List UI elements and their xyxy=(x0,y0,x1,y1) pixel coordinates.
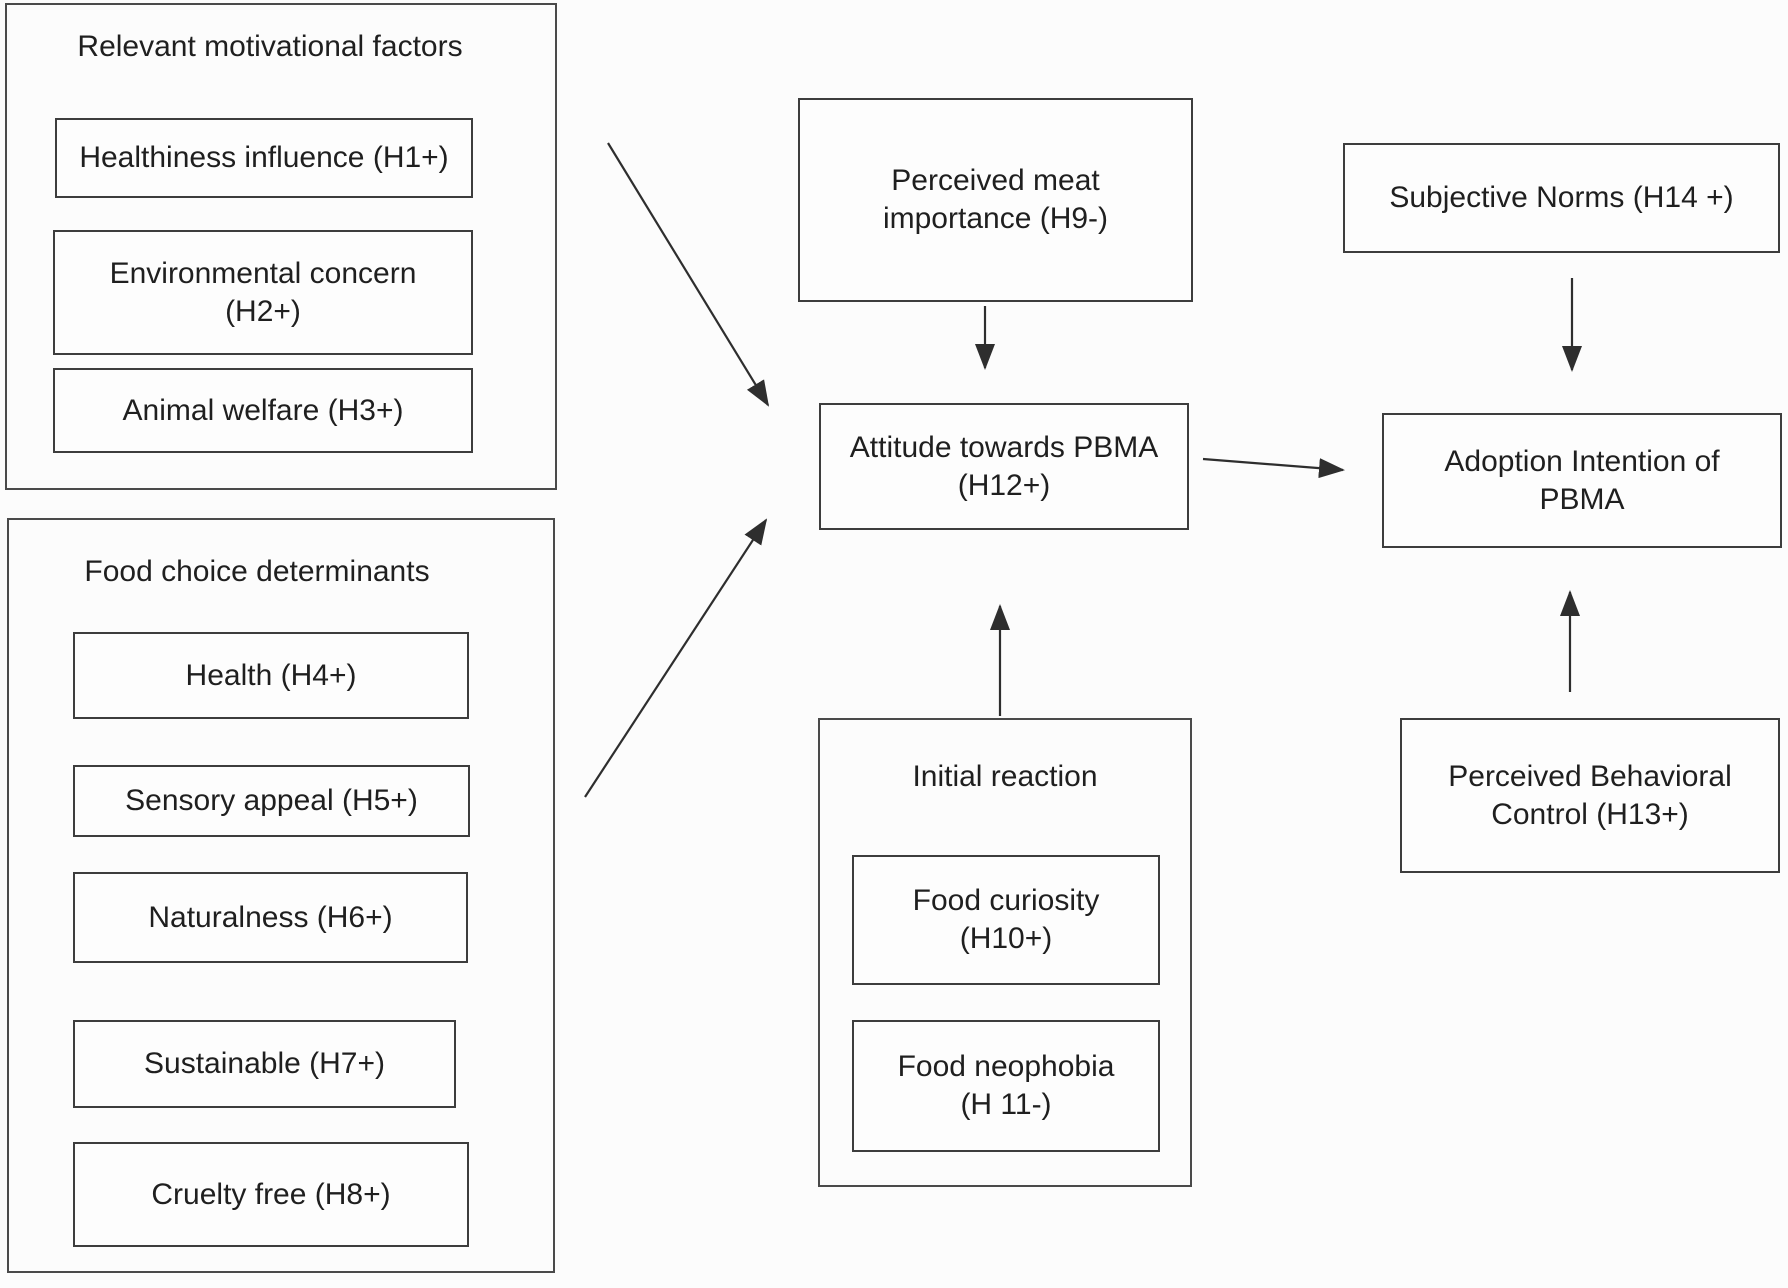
group-title-motivational: Relevant motivational factors xyxy=(77,30,463,63)
group-title-food-choice: Food choice determinants xyxy=(84,555,430,588)
arrow-food-choice-to-attitude xyxy=(584,518,768,798)
node-healthiness-influence: Healthiness influence (H1+) xyxy=(55,118,473,198)
arrow-attitude-to-adoption xyxy=(1202,457,1345,479)
group-title-initial-reaction: Initial reaction xyxy=(912,760,1098,793)
node-naturalness: Naturalness (H6+) xyxy=(73,872,468,963)
group-food-choice-determinants xyxy=(7,518,555,1273)
arrow-motivational-to-attitude xyxy=(607,142,770,407)
node-adoption-intention: Adoption Intention of PBMA xyxy=(1382,413,1782,548)
node-attitude-towards-pbma: Attitude towards PBMA (H12+) xyxy=(819,403,1189,530)
node-animal-welfare: Animal welfare (H3+) xyxy=(53,368,473,453)
node-food-curiosity: Food curiosity (H10+) xyxy=(852,855,1160,985)
node-cruelty-free: Cruelty free (H8+) xyxy=(73,1142,469,1247)
node-sustainable: Sustainable (H7+) xyxy=(73,1020,456,1108)
node-sensory-appeal: Sensory appeal (H5+) xyxy=(73,765,470,837)
node-subjective-norms: Subjective Norms (H14 +) xyxy=(1343,143,1780,253)
node-perceived-meat-importance: Perceived meat importance (H9-) xyxy=(798,98,1193,302)
node-perceived-behavioral-control: Perceived Behavioral Control (H13+) xyxy=(1400,718,1780,873)
group-relevant-motivational-factors xyxy=(5,3,557,490)
node-environmental-concern: Environmental concern (H2+) xyxy=(53,230,473,355)
node-food-neophobia: Food neophobia (H 11-) xyxy=(852,1020,1160,1152)
group-initial-reaction xyxy=(818,718,1192,1187)
node-health: Health (H4+) xyxy=(73,632,469,719)
